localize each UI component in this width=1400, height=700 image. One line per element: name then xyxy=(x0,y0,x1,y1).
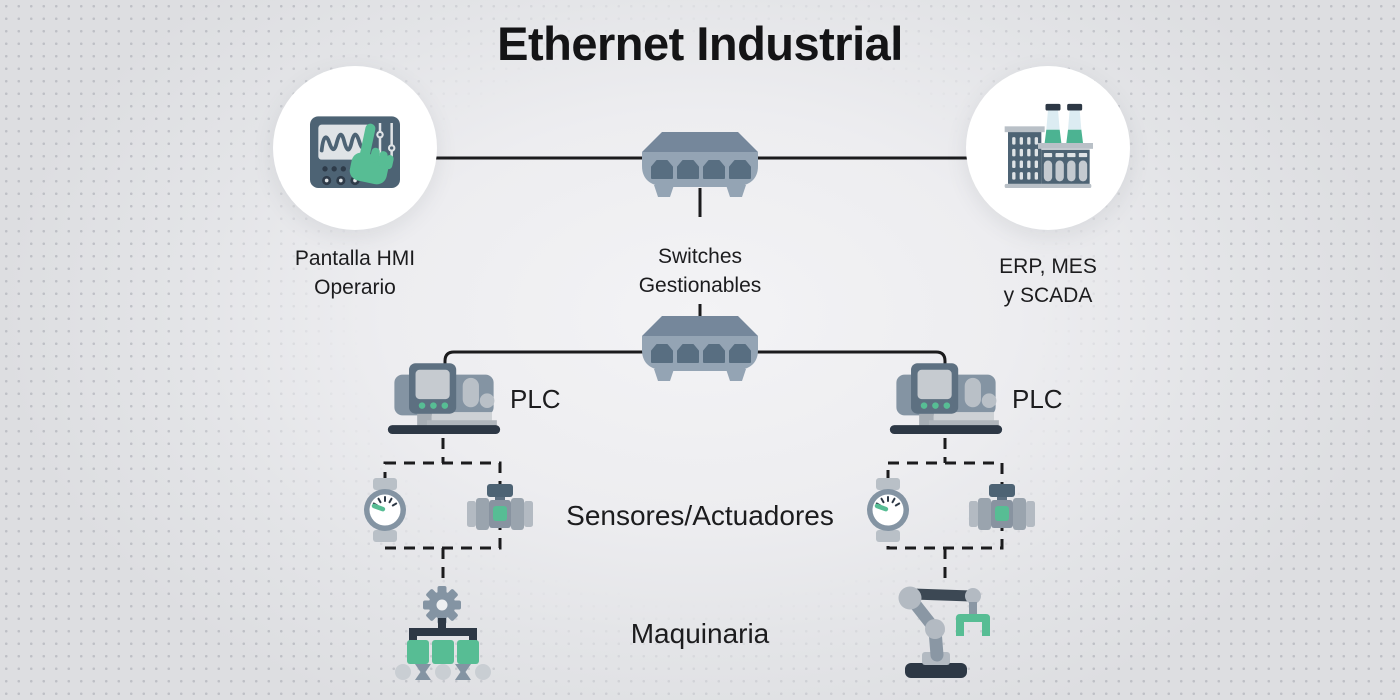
hmi-label: Pantalla HMI Operario xyxy=(294,247,416,299)
plc-right-label: PLC xyxy=(1012,384,1063,414)
valve-icon xyxy=(467,484,533,530)
network-switch-icon xyxy=(642,316,758,381)
hmi-touch-panel-icon xyxy=(310,116,400,188)
pointing-hand-icon xyxy=(349,123,394,185)
plc-left-label: PLC xyxy=(510,384,561,414)
factory-icon xyxy=(1004,103,1093,188)
sensors-actuators-label: Sensores/Actuadores xyxy=(566,500,834,531)
erp-label: ERP, MES y SCADA xyxy=(999,255,1097,307)
page-title: Ethernet Industrial xyxy=(497,17,903,70)
pressure-gauge-icon xyxy=(364,478,406,542)
valve-icon xyxy=(969,484,1035,530)
switches-label: Switches Gestionables xyxy=(638,245,762,297)
robot-arm-icon xyxy=(898,586,990,678)
pressure-gauge-icon xyxy=(867,478,909,542)
plc-controller-icon xyxy=(889,363,1003,435)
network-switch-icon xyxy=(642,132,758,197)
plc-controller-icon xyxy=(387,363,501,435)
conveyor-gear-icon xyxy=(395,586,491,680)
machinery-label: Maquinaria xyxy=(630,618,770,649)
